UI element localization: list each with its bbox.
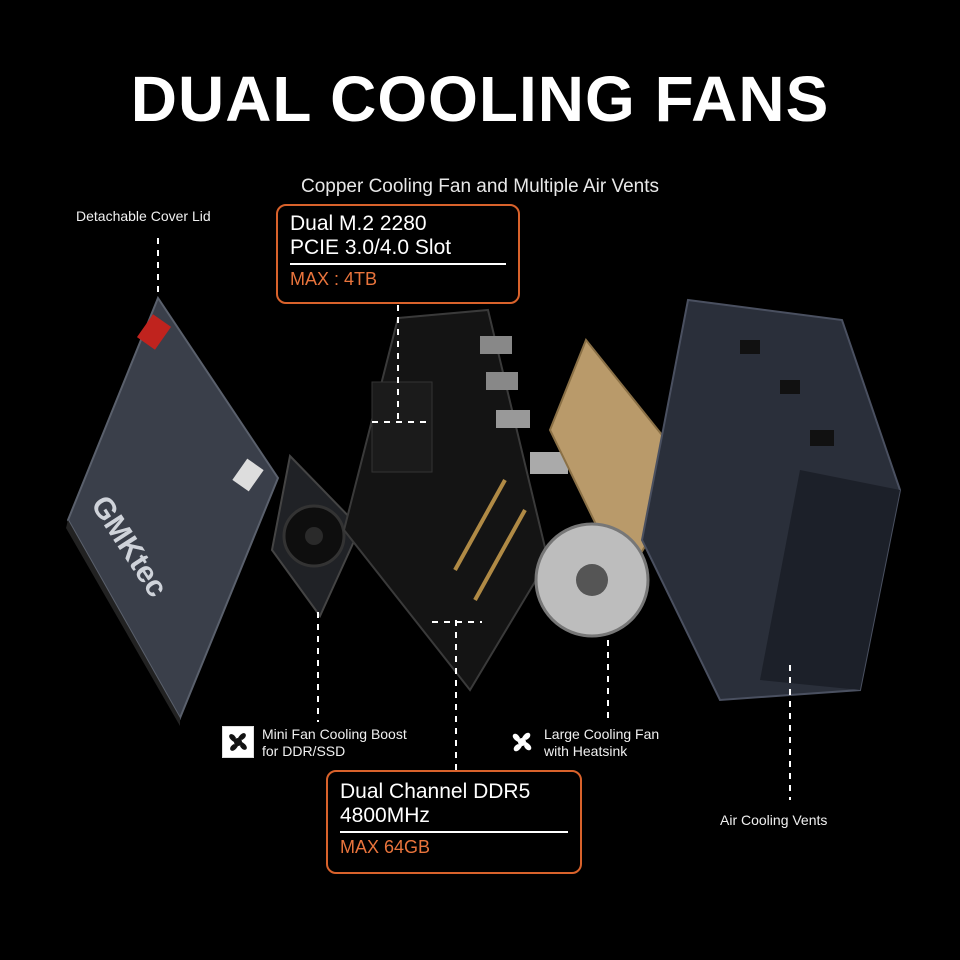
cover-lid	[66, 295, 280, 726]
page-title: DUAL COOLING FANS	[130, 63, 830, 135]
fan-icon-large	[506, 726, 538, 758]
m2-line1: Dual M.2 2280	[290, 212, 427, 235]
mini-fan	[270, 453, 362, 618]
m2-max: MAX : 4TB	[290, 269, 378, 289]
m2-divider	[290, 263, 506, 265]
ddr-max: MAX 64GB	[340, 837, 431, 857]
fan-icon-mini	[222, 726, 254, 758]
large-fan-line2: with Heatsink	[544, 743, 628, 759]
mini-fan-line1: Mini Fan Cooling Boost	[262, 726, 407, 742]
callout-ddr-box: Dual Channel DDR5 4800MHz MAX 64GB	[326, 770, 582, 874]
chassis	[640, 298, 902, 702]
mini-fan-line2: for DDR/SSD	[262, 743, 346, 759]
large-fan-line1: Large Cooling Fan	[544, 726, 660, 742]
subtitle: Copper Cooling Fan and Multiple Air Vent…	[300, 176, 660, 197]
motherboard	[342, 308, 568, 692]
callout-m2-box: Dual M.2 2280 PCIE 3.0/4.0 Slot MAX : 4T…	[276, 204, 520, 304]
leader-lines	[157, 238, 791, 800]
ddr-line2: 4800MHz	[340, 804, 430, 827]
ddr-divider	[340, 831, 568, 833]
ddr-line1: Dual Channel DDR5	[340, 780, 531, 803]
m2-line2: PCIE 3.0/4.0 Slot	[290, 236, 452, 259]
callout-cover-lid: Detachable Cover Lid	[76, 208, 211, 224]
callout-vents: Air Cooling Vents	[720, 812, 828, 828]
